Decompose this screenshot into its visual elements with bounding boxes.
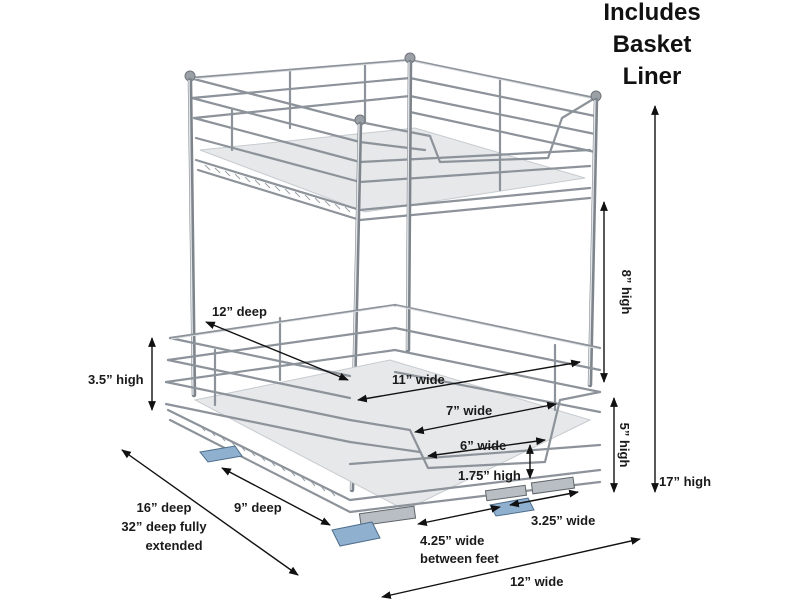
- label-total-height: 17” high: [659, 474, 711, 489]
- label-inner-width-7: 7” wide: [446, 403, 492, 418]
- header-line-2: Basket: [613, 31, 692, 58]
- dim-line-16-deep: [121, 449, 299, 576]
- header-line-3: Liner: [623, 63, 682, 90]
- label-cutout-height: 1.75” high: [458, 468, 521, 483]
- label-top-depth: 12” deep: [212, 304, 267, 319]
- upper-basket-liner: [199, 127, 586, 213]
- label-shelf-spacing: 8” high: [619, 270, 634, 315]
- label-base-depth-3: extended: [145, 538, 202, 553]
- dim-line-6-wide: [427, 437, 546, 459]
- upper-floor-slats: [204, 164, 351, 213]
- dimension-lines: [121, 105, 659, 599]
- label-lower-height: 5” high: [617, 423, 632, 468]
- dim-line-4-25-wide: [417, 504, 501, 527]
- label-base-depth-1: 16” deep: [137, 500, 192, 515]
- label-base-depth-2: 32” deep fully: [121, 519, 207, 534]
- label-rail-depth: 9” deep: [234, 500, 282, 515]
- header-text: Includes Basket Liner: [603, 0, 700, 90]
- upper-basket: [184, 52, 602, 222]
- dimension-labels: 12” deep 3.5” high 11” wide 7” wide 6” w…: [88, 270, 711, 589]
- slide-rails: [199, 445, 576, 547]
- dim-line-7-wide: [414, 401, 557, 435]
- dim-line-11-wide: [357, 359, 581, 403]
- label-inner-width-6: 6” wide: [460, 438, 506, 453]
- slide-rail: [530, 476, 576, 495]
- label-feet-width-2: between feet: [420, 551, 499, 566]
- mounting-foot: [331, 521, 381, 547]
- dim-line-12-deep: [205, 321, 349, 381]
- label-inner-width-11: 11” wide: [392, 372, 445, 387]
- label-feet-width-1: 4.25” wide: [420, 533, 484, 548]
- slide-rail: [484, 484, 528, 502]
- dim-line-12-wide: [381, 537, 641, 599]
- dim-line-9-deep: [221, 467, 331, 526]
- label-basket-height: 3.5” high: [88, 372, 144, 387]
- label-total-width: 12” wide: [510, 574, 563, 589]
- header-line-1: Includes: [603, 0, 700, 26]
- dim-line-3-25-wide: [509, 489, 579, 508]
- mounting-foot: [199, 445, 243, 463]
- slide-rail: [358, 505, 417, 527]
- label-foot-width: 3.25” wide: [531, 513, 595, 528]
